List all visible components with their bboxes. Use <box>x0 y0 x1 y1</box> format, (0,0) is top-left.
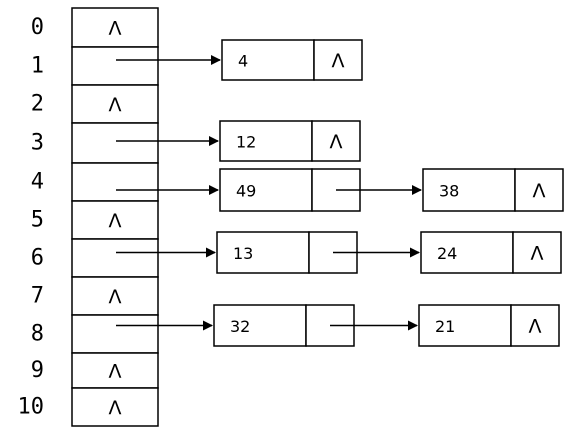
node-value-cell <box>219 120 313 162</box>
node-key-38: 38 <box>439 182 459 201</box>
null-pointer-symbol: Λ <box>109 397 122 419</box>
null-pointer-symbol: Λ <box>109 210 122 232</box>
node-key-13: 13 <box>233 244 253 263</box>
table-slot-7 <box>71 276 159 316</box>
node-value-cell <box>420 231 514 274</box>
null-pointer-symbol: Λ <box>529 316 542 338</box>
null-pointer-symbol: Λ <box>533 180 546 202</box>
slot-index-2: 2 <box>31 92 44 117</box>
node-key-4: 4 <box>238 52 248 71</box>
node-key-32: 32 <box>230 317 250 336</box>
node-value-cell <box>213 304 307 347</box>
null-pointer-symbol: Λ <box>109 286 122 308</box>
slot-index-3: 3 <box>31 131 44 156</box>
null-pointer-symbol: Λ <box>332 50 345 72</box>
slot-index-6: 6 <box>31 246 44 271</box>
node-key-49: 49 <box>236 182 256 201</box>
null-pointer-symbol: Λ <box>109 18 122 40</box>
slot-index-4: 4 <box>31 170 44 195</box>
node-pointer-cell <box>313 39 363 81</box>
slot-index-9: 9 <box>31 358 44 383</box>
node-key-12: 12 <box>236 133 256 152</box>
slot-index-10: 10 <box>18 395 45 420</box>
table-slot-0 <box>71 7 159 48</box>
table-slot-4 <box>71 162 159 202</box>
node-key-24: 24 <box>437 244 457 263</box>
null-pointer-symbol: Λ <box>109 361 122 383</box>
slot-index-1: 1 <box>31 54 44 79</box>
node-value-cell <box>418 304 512 347</box>
slot-index-8: 8 <box>31 322 44 347</box>
table-slot-3 <box>71 122 159 164</box>
index-labels: 0 1 2 3 4 5 6 7 8 9 10 <box>18 15 45 420</box>
null-pointer-symbol: Λ <box>330 131 343 153</box>
table-slot-2 <box>71 84 159 124</box>
slot-index-5: 5 <box>31 208 44 233</box>
node-value-cell <box>422 168 516 212</box>
slot-index-7: 7 <box>31 284 44 309</box>
node-value-cell <box>219 168 313 212</box>
table-slot-8 <box>71 314 159 354</box>
node-key-21: 21 <box>435 317 455 336</box>
node-pointer-cell <box>510 304 560 347</box>
table-slot-10 <box>71 387 159 427</box>
node-pointer-cell <box>512 231 562 274</box>
node-pointer-cell <box>311 120 361 162</box>
table-slot-1 <box>71 46 159 86</box>
null-pointer-symbol: Λ <box>109 94 122 116</box>
null-pointer-symbol: Λ <box>531 243 544 265</box>
slot-index-0: 0 <box>31 15 44 40</box>
node-value-cell <box>216 231 310 274</box>
node-value-cell <box>221 39 315 81</box>
table-slot-6 <box>71 238 159 278</box>
node-pointer-cell <box>514 168 564 212</box>
